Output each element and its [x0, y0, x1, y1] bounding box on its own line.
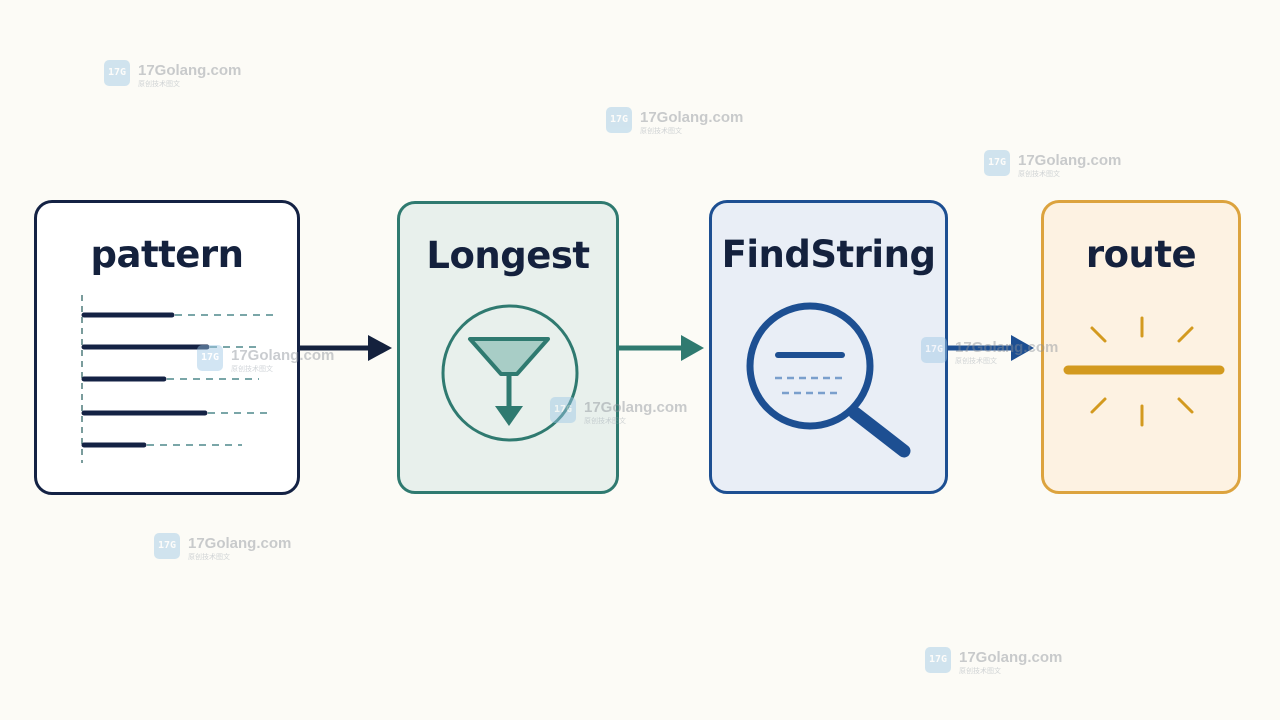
magnifier-icon	[746, 302, 911, 458]
pattern-box: pattern	[34, 200, 300, 495]
highlight-line-icon	[1063, 316, 1225, 427]
longest-title: Longest	[426, 234, 590, 277]
arrow-longest-to-findstring	[619, 335, 704, 361]
route-title: route	[1085, 233, 1197, 276]
findstring-box: FindString	[709, 200, 948, 494]
arrow-pattern-to-longest	[300, 335, 392, 361]
funnel-icon	[441, 304, 579, 442]
route-box: route	[1041, 200, 1241, 494]
longest-box: Longest	[397, 201, 619, 494]
findstring-title: FindString	[721, 233, 936, 276]
arrow-findstring-to-route	[948, 335, 1034, 361]
text-lines-icon	[81, 295, 275, 463]
pattern-title: pattern	[90, 233, 244, 276]
